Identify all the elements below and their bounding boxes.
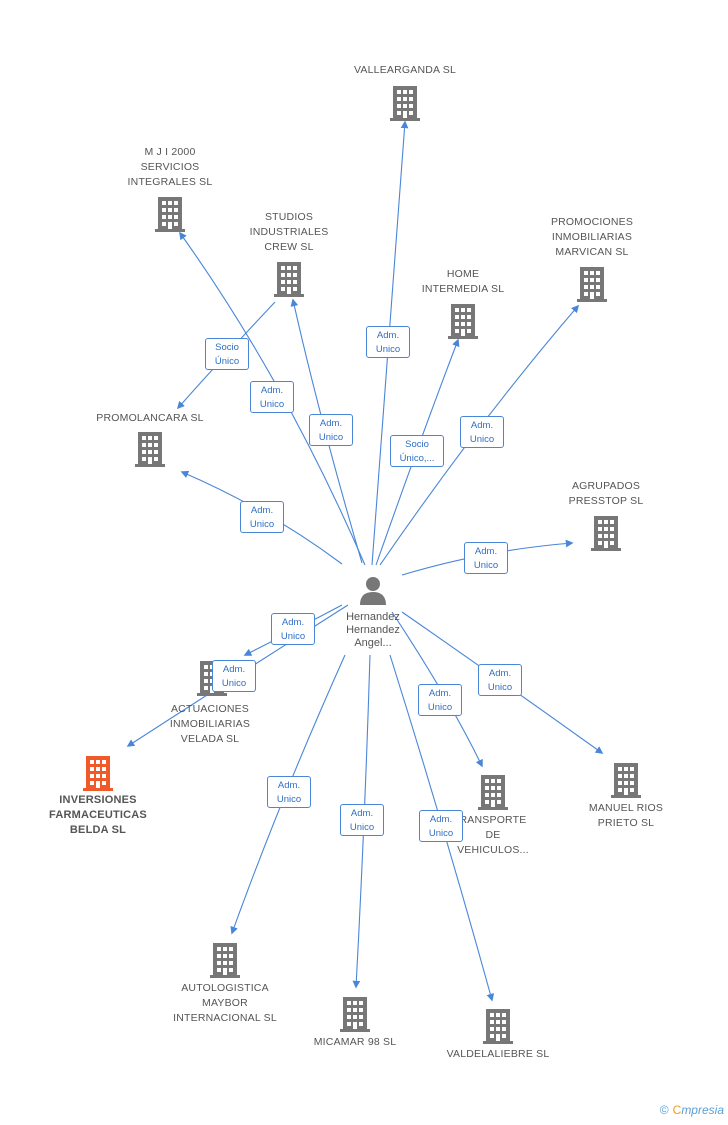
edge-label-studios-promolancara[interactable]: Socio Único — [205, 338, 249, 370]
center-person[interactable]: Hernandez Hernandez Angel... — [336, 575, 410, 650]
building-icon — [447, 303, 479, 339]
node-agrupados[interactable]: AGRUPADOS PRESSTOP SL — [536, 479, 676, 551]
center-person-name: Hernandez Hernandez Angel... — [346, 611, 400, 649]
node-micamar[interactable]: MICAMAR 98 SL — [285, 996, 425, 1050]
building-icon — [389, 85, 421, 121]
building-icon — [576, 266, 608, 302]
brand-initial: C — [672, 1103, 682, 1117]
node-inversiones[interactable]: INVERSIONES FARMACEUTICAS BELDA SL — [28, 755, 168, 838]
building-icon — [154, 196, 186, 232]
node-label: PROMOLANCARA SL — [96, 412, 204, 424]
node-label: M J I 2000 SERVICIOS INTEGRALES SL — [127, 146, 213, 188]
building-icon — [273, 261, 305, 297]
building-icon — [134, 431, 166, 467]
node-mji2000[interactable]: M J I 2000 SERVICIOS INTEGRALES SL — [100, 145, 240, 232]
building-icon — [590, 515, 622, 551]
node-valdelaliebre[interactable]: VALDELALIEBRE SL — [428, 1008, 568, 1062]
node-label: RANSPORTE DE VEHICULOS... — [457, 814, 529, 856]
node-label: ACTUACIONES INMOBILIARIAS VELADA SL — [169, 703, 251, 745]
node-label: MICAMAR 98 SL — [313, 1036, 397, 1048]
node-actuaciones[interactable]: ACTUACIONES INMOBILIARIAS VELADA SL — [140, 660, 280, 747]
node-label: STUDIOS INDUSTRIALES CREW SL — [249, 211, 329, 253]
building-icon — [610, 762, 642, 798]
node-autologistica[interactable]: AUTOLOGISTICA MAYBOR INTERNACIONAL SL — [155, 942, 295, 1026]
building-icon — [209, 942, 241, 978]
edge-label-transporte[interactable]: Adm. Unico — [418, 684, 462, 716]
building-icon — [477, 774, 509, 810]
node-studios[interactable]: STUDIOS INDUSTRIALES CREW SL — [219, 210, 359, 297]
node-label: HOME INTERMEDIA SL — [421, 268, 505, 295]
node-label: AUTOLOGISTICA MAYBOR INTERNACIONAL SL — [173, 982, 277, 1024]
node-transporte[interactable]: RANSPORTE DE VEHICULOS... — [423, 774, 563, 858]
building-icon — [482, 1008, 514, 1044]
edge-label-studios[interactable]: Adm. Unico — [309, 414, 353, 446]
edge-label-home[interactable]: Socio Único,... — [390, 435, 444, 467]
node-home[interactable]: HOME INTERMEDIA SL — [393, 267, 533, 339]
edge-label-autologistica[interactable]: Adm. Unico — [267, 776, 311, 808]
node-label: AGRUPADOS PRESSTOP SL — [568, 480, 644, 507]
building-icon-highlight — [82, 755, 114, 791]
node-label: INVERSIONES FARMACEUTICAS BELDA SL — [49, 794, 147, 836]
edge-label-micamar[interactable]: Adm. Unico — [340, 804, 384, 836]
edge-label-agrupados[interactable]: Adm. Unico — [464, 542, 508, 574]
brand-logo[interactable]: ©Cmpresia — [660, 1103, 724, 1117]
node-label: MANUEL RIOS PRIETO SL — [588, 802, 664, 829]
node-label: VALLEARGANDA SL — [353, 64, 457, 76]
node-promolancara[interactable]: PROMOLANCARA SL — [80, 411, 220, 467]
node-label: PROMOCIONES INMOBILIARIAS MARVICAN SL — [550, 216, 634, 258]
edge-label-actuaciones[interactable]: Adm. Unico — [212, 660, 256, 692]
person-icon — [360, 577, 386, 605]
edge-label-vallearganda[interactable]: Adm. Unico — [366, 326, 410, 358]
node-vallearganda[interactable]: VALLEARGANDA SL — [335, 63, 475, 121]
edge-label-manuel[interactable]: Adm. Unico — [478, 664, 522, 696]
building-icon — [339, 996, 371, 1032]
node-label: VALDELALIEBRE SL — [446, 1048, 550, 1060]
node-manuel[interactable]: MANUEL RIOS PRIETO SL — [556, 762, 696, 831]
edge-label-mji[interactable]: Adm. Unico — [250, 381, 294, 413]
edge-label-promolancara[interactable]: Adm. Unico — [240, 501, 284, 533]
edge-label-inversiones[interactable]: Adm. Unico — [271, 613, 315, 645]
edge-label-valdelaliebre[interactable]: Adm. Unico — [419, 810, 463, 842]
node-promociones[interactable]: PROMOCIONES INMOBILIARIAS MARVICAN SL — [522, 215, 662, 302]
edge-label-promociones[interactable]: Adm. Unico — [460, 416, 504, 448]
copyright-icon: © — [659, 1103, 669, 1117]
brand-name: mpresia — [681, 1103, 724, 1117]
